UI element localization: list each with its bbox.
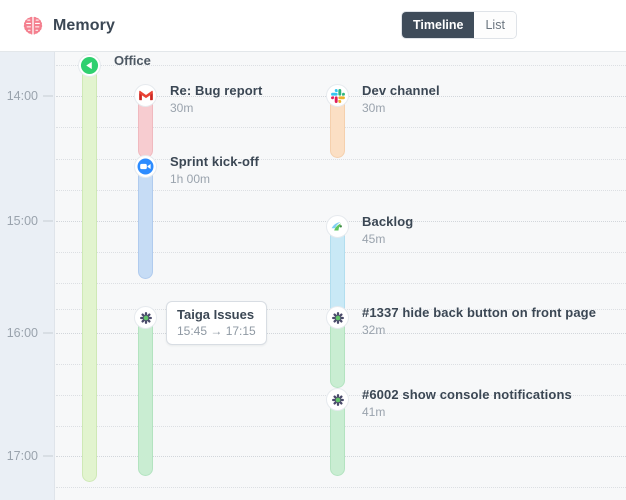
tooltip-time-range: 15:45 → 17:15 [177, 324, 256, 338]
gridline [56, 487, 626, 488]
axis-tick-label: 14:00 [6, 89, 38, 103]
timeline-canvas[interactable]: Office Re: Bug report 30m [56, 52, 626, 500]
event-duration: 41m [362, 405, 386, 419]
event-tooltip: Taiga Issues 15:45 → 17:15 [166, 301, 267, 345]
gridline [56, 65, 626, 66]
tooltip-title: Taiga Issues [177, 307, 255, 322]
category-label: Office [114, 53, 151, 68]
gmail-icon [134, 84, 157, 107]
event-bar[interactable] [138, 310, 153, 476]
view-switch[interactable]: Timeline List [401, 11, 517, 39]
event-text: Sprint kick-off 1h 00m [170, 154, 259, 186]
axis-tick-dash [43, 220, 53, 222]
event-duration: 32m [362, 323, 386, 337]
taiga-icon [326, 306, 349, 329]
timeline-body: 14:00 15:00 16:00 17:00 [0, 52, 626, 500]
event-text: Dev channel 30m [362, 83, 440, 115]
axis-tick-label: 15:00 [6, 214, 38, 228]
axis-tick-dash [43, 332, 53, 334]
axis-tick-dash [43, 95, 53, 97]
tab-list[interactable]: List [474, 12, 516, 38]
slack-icon [326, 84, 349, 107]
event-title: Backlog [362, 214, 414, 229]
event-text: Re: Bug report 30m [170, 83, 262, 115]
event-duration: 1h 00m [170, 172, 211, 186]
brain-icon [22, 15, 44, 37]
gridline [56, 159, 626, 160]
axis-tick-dash [43, 455, 53, 457]
axis-tick-label: 16:00 [6, 326, 38, 340]
play-triangle-icon [78, 54, 101, 77]
event-duration: 30m [170, 101, 194, 115]
brand: Memory [22, 15, 115, 37]
event-title: Dev channel [362, 83, 440, 98]
gridline [56, 190, 626, 191]
time-axis-gutter: 14:00 15:00 16:00 17:00 [0, 52, 55, 500]
video-camera-icon [134, 155, 157, 178]
taiga-logo-icon [326, 215, 349, 238]
taiga-icon [134, 306, 157, 329]
app-title: Memory [53, 16, 115, 34]
tab-timeline[interactable]: Timeline [402, 12, 475, 38]
event-text: #6002 show console notifications 41m [362, 387, 572, 419]
event-duration: 30m [362, 101, 386, 115]
event-text: #1337 hide back button on front page 32m [362, 305, 596, 337]
event-text: Backlog 45m [362, 214, 413, 246]
event-title: #1337 hide back button on front page [362, 305, 597, 320]
event-title: Re: Bug report [170, 83, 263, 98]
event-duration: 45m [362, 232, 386, 246]
app-header: Memory Timeline List [0, 0, 626, 52]
taiga-icon [326, 388, 349, 411]
axis-tick-label: 17:00 [6, 449, 38, 463]
event-title: #6002 show console notifications [362, 387, 572, 402]
event-title: Sprint kick-off [170, 154, 259, 169]
category-bar[interactable] [82, 58, 97, 482]
